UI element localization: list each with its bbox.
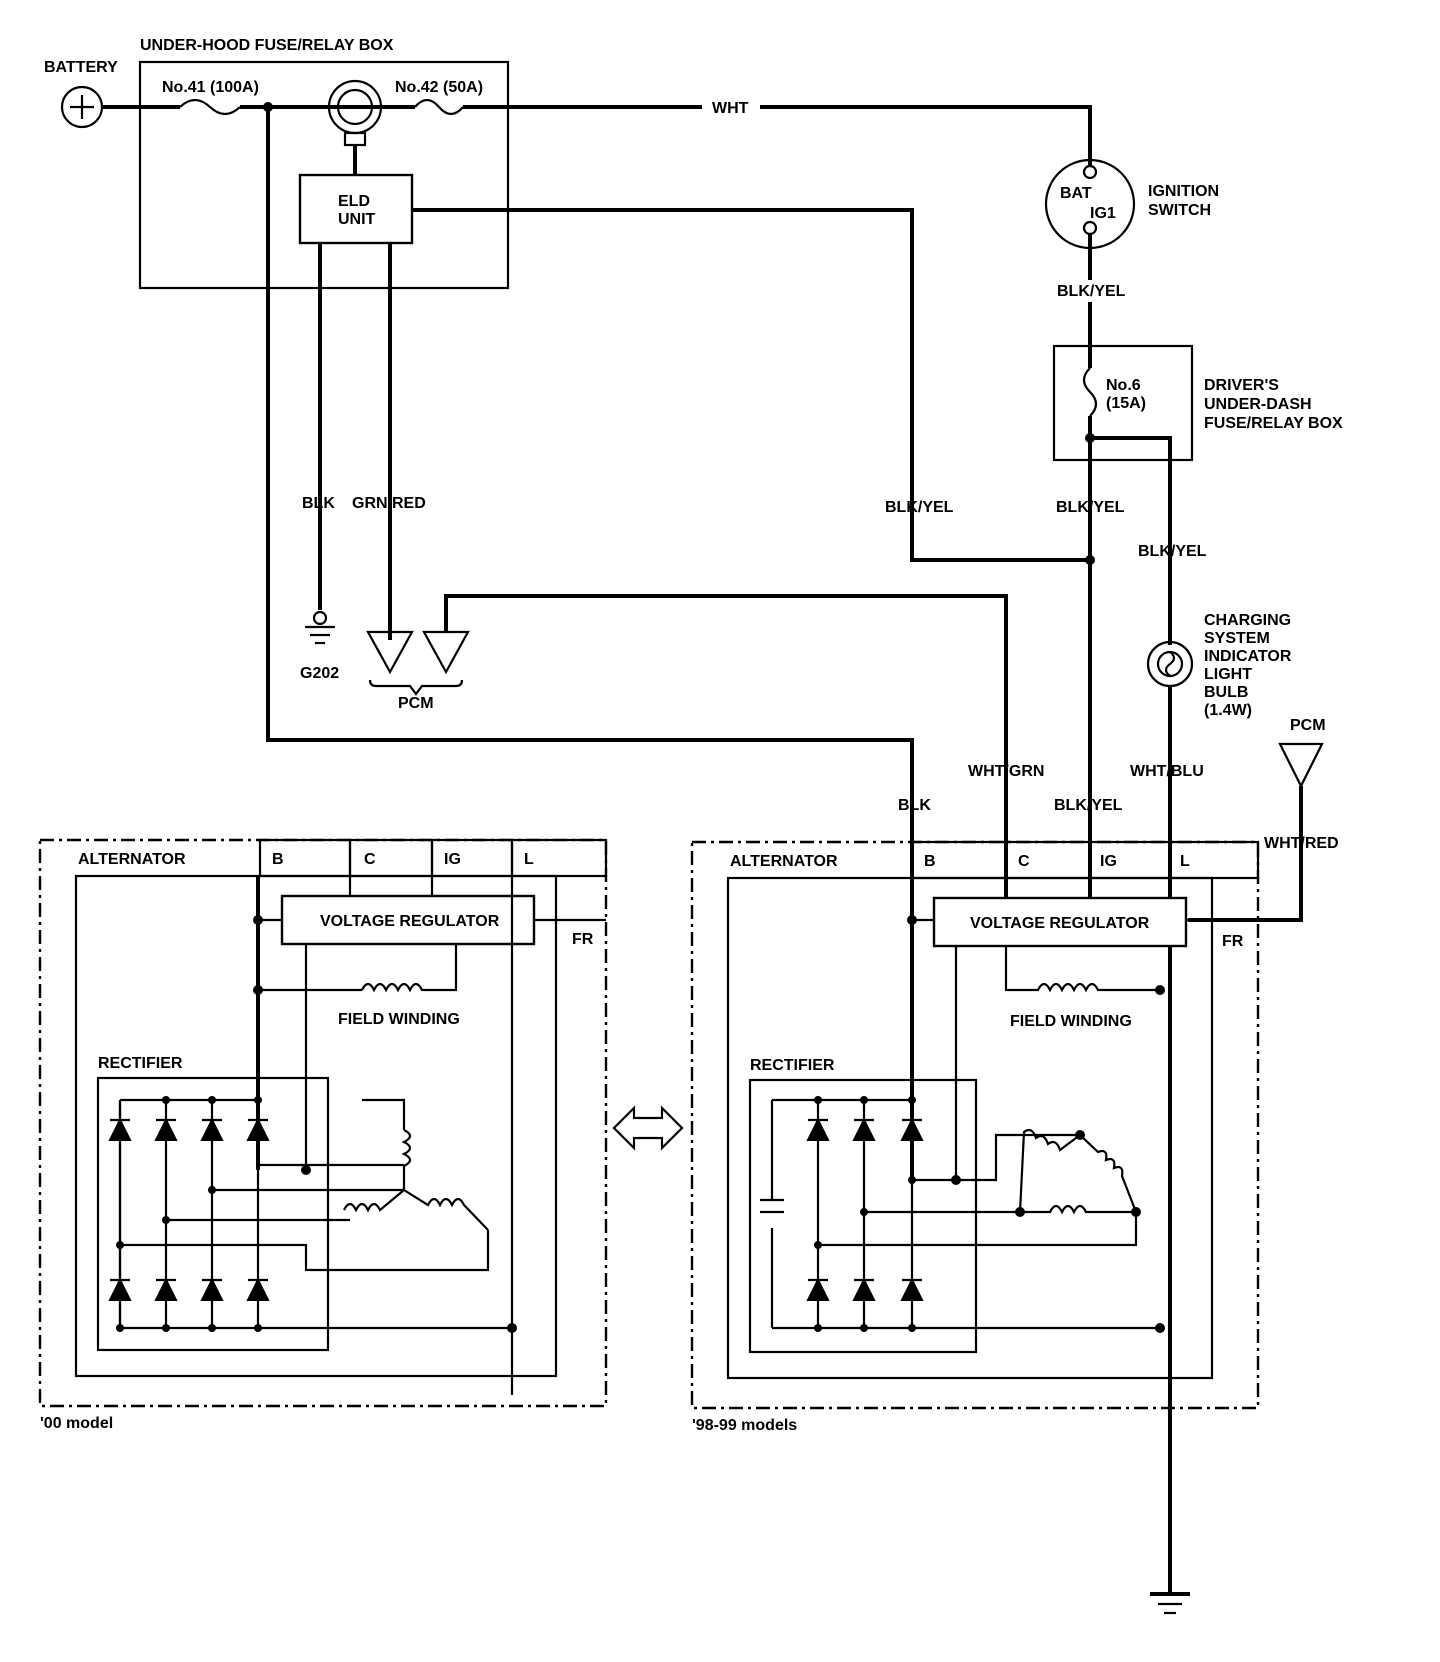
stator-98-icon	[1015, 1128, 1141, 1217]
wire-label-wht-blu: WHT/BLU	[1130, 763, 1204, 780]
ground-icon-main	[1150, 1592, 1190, 1615]
alternator-00-term-fr: FR	[572, 931, 594, 948]
wire-label-blk-yel-alt: BLK/YEL	[1054, 797, 1123, 814]
bulb-label-3: INDICATOR	[1204, 648, 1292, 665]
voltage-regulator-98-label: VOLTAGE REGULATOR	[970, 915, 1150, 932]
eld-label-1: ELD	[338, 193, 370, 210]
bulb-label-2: SYSTEM	[1204, 630, 1270, 647]
alternator-00-term-b: B	[272, 851, 284, 868]
ignition-ig1-label: IG1	[1090, 205, 1116, 222]
field-winding-00-label: FIELD WINDING	[338, 1011, 460, 1028]
eld-label-2: UNIT	[338, 211, 376, 228]
rectifier-00-label: RECTIFIER	[98, 1055, 183, 1072]
swap-arrow-icon	[612, 1105, 684, 1151]
blk-yel-bulb-wire	[1090, 436, 1172, 645]
rectifier-98	[748, 1078, 978, 1354]
alternator-98-term-fr: FR	[1222, 933, 1244, 950]
wire-label-blk-yel-eld: BLK/YEL	[885, 499, 954, 516]
eld-sensor-icon	[327, 79, 383, 175]
field-winding-98-icon	[1004, 946, 1160, 993]
wire-label-blk-yel-fuse: BLK/YEL	[1056, 499, 1125, 516]
fuse-42-label: No.42 (50A)	[395, 79, 483, 96]
wht-grn-wire	[444, 594, 1008, 900]
rectifier-00-diodes	[108, 1096, 517, 1333]
wire-label-blk-yel-ign: BLK/YEL	[1057, 283, 1126, 300]
wire-label-blk-alt: BLK	[898, 797, 931, 814]
pcm-label-left: PCM	[398, 695, 434, 712]
wire-label-wht-grn: WHT/GRN	[968, 763, 1044, 780]
under-dash-label-1: DRIVER'S	[1204, 377, 1279, 394]
alternator-00-term-c: C	[364, 851, 376, 868]
alternator-00-housing	[74, 874, 558, 1378]
under-dash-label-2: UNDER-DASH	[1204, 396, 1312, 413]
wire-label-grn-red: GRN/RED	[352, 495, 426, 512]
capacitor-icon	[760, 1198, 784, 1214]
bulb-label-5: BULB	[1204, 684, 1248, 701]
under-dash-label-3: FUSE/RELAY BOX	[1204, 415, 1343, 432]
bulb-label-4: LIGHT	[1204, 666, 1252, 683]
under-hood-fuse-box-label: UNDER-HOOD FUSE/RELAY BOX	[140, 37, 394, 54]
rectifier-98-diodes	[806, 1096, 1165, 1333]
field-winding-98-label: FIELD WINDING	[1010, 1013, 1132, 1030]
ignition-label-1: IGNITION	[1148, 183, 1219, 200]
pcm-input-icon	[1278, 742, 1324, 789]
pcm-input-icon	[366, 630, 414, 675]
blk-yel-eld-wire	[412, 208, 1088, 562]
alternator-00-title: ALTERNATOR	[78, 851, 186, 868]
fuse-41-icon	[179, 98, 241, 116]
rectifier-00	[96, 1076, 330, 1352]
blk-battery-wire	[266, 107, 914, 930]
alternator-98-term-ig: IG	[1100, 853, 1117, 870]
battery-label: BATTERY	[44, 59, 118, 76]
under-dash-fuse-box	[1052, 344, 1194, 462]
alternator-98-caption: '98-99 models	[692, 1417, 797, 1434]
fuse-6-label-2: (15A)	[1106, 395, 1146, 412]
pcm-bracket	[368, 679, 464, 696]
wht-wire	[463, 105, 1092, 165]
alternator-98-housing	[726, 876, 1214, 1380]
junction	[1085, 555, 1095, 565]
alternator-98-term-l: L	[1180, 853, 1190, 870]
alternator-00-term-l: L	[524, 851, 534, 868]
battery	[60, 85, 104, 129]
under-hood-fuse-box	[138, 60, 510, 290]
ignition-label-2: SWITCH	[1148, 202, 1211, 219]
bulb-label-1: CHARGING	[1204, 612, 1291, 629]
pcm-input-icon	[422, 630, 470, 675]
stator-00-icon	[343, 1098, 489, 1231]
alternator-98-term-b: B	[924, 853, 936, 870]
rectifier-98-label: RECTIFIER	[750, 1057, 835, 1074]
alternator-00-term-ig: IG	[444, 851, 461, 868]
voltage-regulator-00-label: VOLTAGE REGULATOR	[320, 913, 500, 930]
wire-label-blk-yel-bulb: BLK/YEL	[1138, 543, 1207, 560]
alternator-00-caption: '00 model	[40, 1415, 113, 1432]
indicator-bulb-icon	[1146, 640, 1194, 688]
bulb-label-6: (1.4W)	[1204, 702, 1252, 719]
alternator-98-term-c: C	[1018, 853, 1030, 870]
wire-label-wht-red: WHT/RED	[1264, 835, 1339, 852]
field-winding-00-icon	[361, 944, 458, 993]
ground-label-g202: G202	[300, 665, 339, 682]
fuse-6-label-1: No.6	[1106, 377, 1141, 394]
voltage-regulator-98	[932, 896, 1188, 948]
fuse-42-icon	[414, 98, 464, 116]
wht-red-wire	[1188, 786, 1303, 922]
wire-label-wht: WHT	[712, 100, 749, 117]
alternator-98-title: ALTERNATOR	[730, 853, 838, 870]
fuse-41-label: No.41 (100A)	[162, 79, 259, 96]
ground-icon-g202	[305, 610, 335, 645]
pcm-label-right: PCM	[1290, 717, 1326, 734]
wire-label-blk-eld: BLK	[302, 495, 335, 512]
fuse-6-icon	[1082, 367, 1098, 417]
ignition-bat-label: BAT	[1060, 185, 1092, 202]
